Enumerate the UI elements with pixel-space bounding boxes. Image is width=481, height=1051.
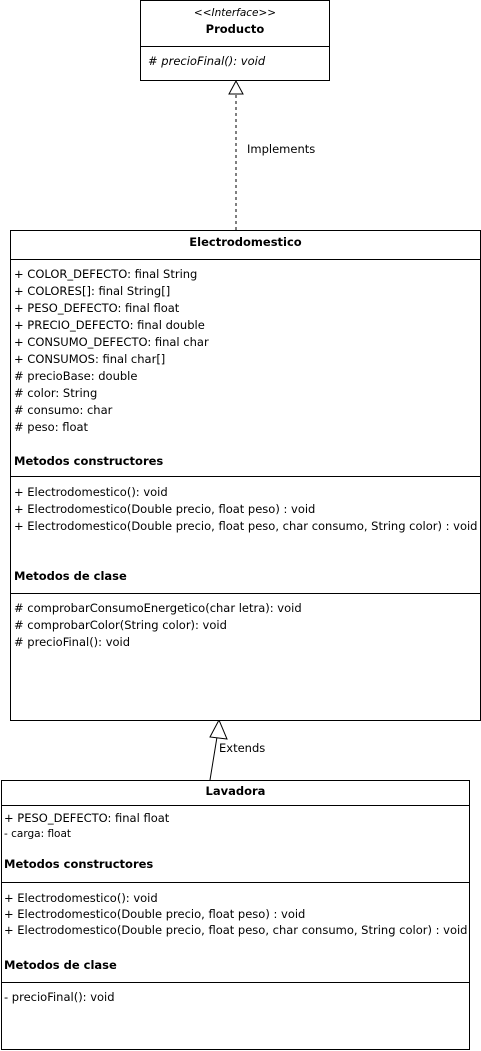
methods-heading: Metodos de clase: [4, 958, 117, 972]
implements-arrowhead: [228, 79, 244, 95]
extends-label: Extends: [219, 741, 266, 755]
constructor: + Electrodomestico(): void: [14, 485, 168, 499]
attribute: + CONSUMO_DEFECTO: final char: [14, 335, 209, 349]
producto-name: Producto: [205, 22, 265, 36]
method: - precioFinal(): void: [4, 990, 115, 1004]
constructor: + Electrodomestico(Double precio, float …: [4, 923, 468, 937]
attribute: + COLORES[]: final String[]: [14, 284, 171, 298]
attribute: # consumo: char: [14, 403, 113, 417]
constructor: + Electrodomestico(Double precio, float …: [14, 519, 478, 533]
lavadora-name: Lavadora: [205, 784, 266, 798]
constructor: + Electrodomestico(Double precio, float …: [14, 502, 316, 516]
electrodomestico-separator-2: [11, 476, 480, 477]
constructors-heading: Metodos constructores: [4, 857, 154, 871]
attribute: # peso: float: [14, 420, 89, 434]
method: # comprobarConsumoEnergetico(char letra)…: [14, 601, 302, 615]
implements-label: Implements: [247, 142, 316, 156]
attribute: + PESO_DEFECTO: final float: [4, 811, 170, 825]
producto-method: # precioFinal(): void: [148, 54, 266, 68]
method: # precioFinal(): void: [14, 635, 131, 649]
lavadora-separator-3: [2, 982, 469, 983]
extends-arrowhead: [209, 718, 228, 740]
attribute: # color: String: [14, 386, 98, 400]
electrodomestico-class-box[interactable]: Electrodomestico + COLOR_DEFECTO: final …: [10, 230, 481, 721]
producto-interface-box[interactable]: <<Interface>> Producto # precioFinal(): …: [140, 0, 330, 81]
producto-stereotype: <<Interface>>: [193, 7, 277, 19]
electrodomestico-separator-1: [11, 259, 480, 260]
method: # comprobarColor(String color): void: [14, 618, 227, 632]
constructor: + Electrodomestico(Double precio, float …: [4, 907, 306, 921]
lavadora-class-box[interactable]: Lavadora + PESO_DEFECTO: final float - c…: [1, 780, 470, 1050]
attribute: + CONSUMOS: final char[]: [14, 352, 166, 366]
extends-line: [209, 736, 218, 781]
electrodomestico-separator-3: [11, 593, 480, 594]
attribute: # precioBase: double: [14, 369, 138, 383]
constructors-heading: Metodos constructores: [14, 454, 164, 468]
lavadora-separator-1: [2, 805, 469, 806]
attribute: - carga: float: [4, 828, 72, 840]
attribute: + COLOR_DEFECTO: final String: [14, 267, 198, 281]
lavadora-separator-2: [2, 882, 469, 883]
methods-heading: Metodos de clase: [14, 569, 127, 583]
producto-separator: [141, 46, 329, 47]
constructor: + Electrodomestico(): void: [4, 891, 158, 905]
electrodomestico-name: Electrodomestico: [189, 235, 302, 249]
attribute: + PESO_DEFECTO: final float: [14, 301, 180, 315]
attribute: + PRECIO_DEFECTO: final double: [14, 318, 205, 332]
